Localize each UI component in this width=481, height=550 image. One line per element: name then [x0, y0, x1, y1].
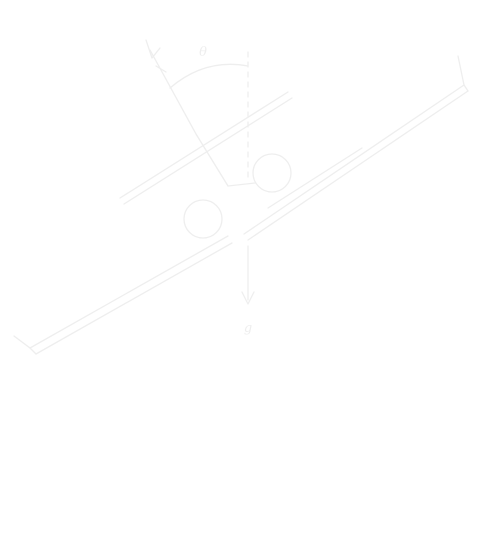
tilted-axis-arrowhead	[145, 39, 161, 59]
lower-cylinder	[183, 199, 223, 239]
upper-incline-end-cap	[457, 55, 469, 92]
tilted-axis	[145, 39, 197, 135]
upper-rail-top-edge	[119, 91, 289, 199]
upper-rail	[119, 91, 363, 209]
tilted-axis-line	[149, 49, 197, 135]
lower-incline	[13, 235, 233, 355]
lower-incline-top-edge	[29, 235, 229, 349]
right-rail-edge	[267, 147, 363, 209]
lower-incline-end-cap	[13, 335, 37, 355]
angle-theta-label: θ	[199, 45, 207, 60]
upper-incline	[243, 55, 469, 241]
gravity-g-label: g	[244, 321, 252, 336]
upper-cylinder	[252, 153, 292, 193]
gravity-arrow	[241, 245, 255, 305]
upper-rail-bottom-edge	[123, 97, 293, 205]
rod-left-edge	[195, 133, 229, 187]
angle-arc	[169, 63, 249, 89]
lower-incline-bottom-edge	[35, 242, 233, 355]
upper-incline-bottom-edge	[247, 90, 469, 241]
gravity-arrowhead	[241, 291, 255, 305]
cylinders	[183, 153, 292, 239]
rod-bottom-edge	[227, 182, 256, 187]
connecting-rod	[195, 133, 256, 187]
upper-incline-top-edge	[243, 84, 465, 235]
tilted-axis-tick	[155, 65, 167, 73]
